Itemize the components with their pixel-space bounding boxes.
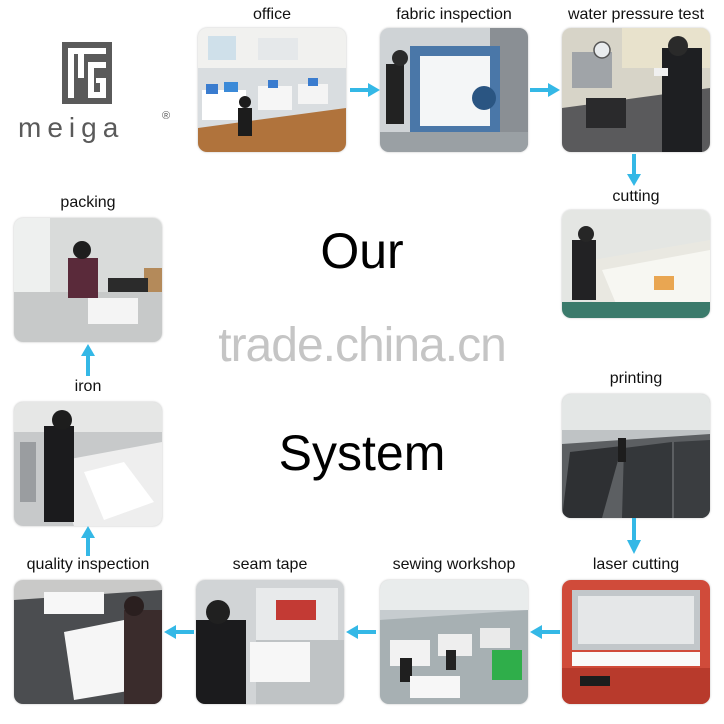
packing-photo xyxy=(14,218,162,342)
logo-mark-icon xyxy=(62,42,112,104)
step-label: laser cutting xyxy=(592,556,680,573)
arrow-right-icon xyxy=(350,82,380,98)
step-label: office xyxy=(253,6,291,23)
step-label: seam tape xyxy=(232,556,308,573)
step-label: cutting xyxy=(612,188,660,205)
office-photo xyxy=(198,28,346,152)
iron-photo xyxy=(14,402,162,526)
arrow-up-icon xyxy=(80,344,96,376)
step-laser-cutting: laser cutting xyxy=(562,556,710,704)
step-label: fabric inspection xyxy=(396,6,512,23)
step-iron: iron xyxy=(14,378,162,526)
sewing-workshop-photo xyxy=(380,580,528,704)
arrow-left-icon xyxy=(164,624,194,640)
brand-wordmark: meiga xyxy=(18,112,125,143)
step-label: water pressure test xyxy=(567,6,705,23)
step-label: iron xyxy=(74,378,102,395)
step-label: quality inspection xyxy=(26,556,150,573)
arrow-down-icon xyxy=(626,518,642,554)
arrow-left-icon xyxy=(530,624,560,640)
step-seam-tape: seam tape xyxy=(196,556,344,704)
arrow-right-icon xyxy=(530,82,560,98)
step-label: sewing workshop xyxy=(392,556,516,573)
arrow-down-icon xyxy=(626,154,642,186)
step-quality-inspection: quality inspection xyxy=(14,556,162,704)
step-label: packing xyxy=(60,194,116,211)
step-fabric-inspection: fabric inspection xyxy=(380,6,528,152)
arrow-left-icon xyxy=(346,624,376,640)
fabric-inspection-photo xyxy=(380,28,528,152)
title-system: System xyxy=(278,425,446,481)
watermark-text: trade.china.cn xyxy=(218,319,507,372)
cutting-photo xyxy=(562,210,710,318)
laser-cutting-photo xyxy=(562,580,710,704)
printing-photo xyxy=(562,394,710,518)
seam-tape-photo xyxy=(196,580,344,704)
arrow-up-icon xyxy=(80,526,96,556)
step-office: office xyxy=(198,6,346,152)
step-cutting: cutting xyxy=(562,188,710,318)
title-our: Our xyxy=(320,223,404,279)
step-water-pressure-test: water pressure test xyxy=(562,6,710,152)
quality-inspection-photo xyxy=(14,580,162,704)
brand-logo: meiga ® xyxy=(14,40,184,150)
step-printing: printing xyxy=(562,370,710,518)
water-pressure-test-photo xyxy=(562,28,710,152)
registered-mark: ® xyxy=(162,110,171,122)
step-label: printing xyxy=(609,370,663,387)
step-packing: packing xyxy=(14,194,162,342)
step-sewing-workshop: sewing workshop xyxy=(380,556,528,704)
